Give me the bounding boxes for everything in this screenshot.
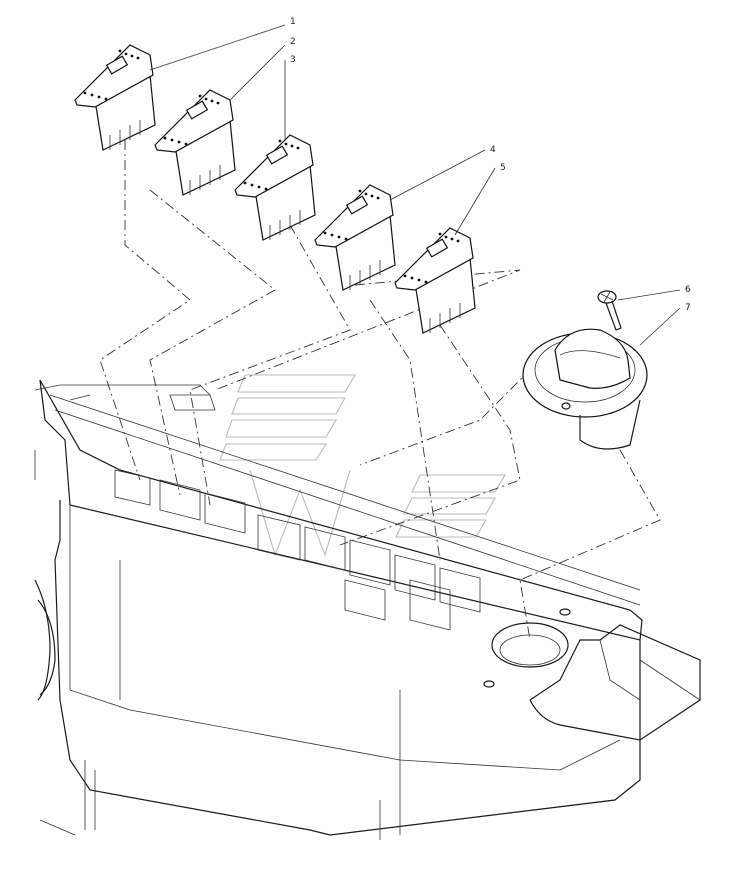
callout-3: 3 xyxy=(290,55,296,65)
dashboard-panel xyxy=(34,379,701,840)
ignition-switch-icon xyxy=(522,328,648,450)
watermark-logo xyxy=(219,374,506,557)
rocker-switch-2 xyxy=(154,89,236,196)
callout-6: 6 xyxy=(685,285,691,295)
rocker-switch-3 xyxy=(234,134,316,241)
switch-cutouts xyxy=(114,469,481,631)
ignition-hole xyxy=(491,622,569,668)
callout-1: 1 xyxy=(290,17,296,27)
rocker-switch-1 xyxy=(74,44,156,151)
screw-icon xyxy=(597,290,622,331)
callout-2: 2 xyxy=(290,37,296,47)
mount-hole-icon xyxy=(559,608,571,616)
mount-hole-icon xyxy=(483,680,495,688)
rocker-switch-5 xyxy=(394,227,476,334)
callouts: 1 2 3 4 5 6 7 xyxy=(149,17,691,346)
callout-7: 7 xyxy=(685,303,691,313)
callout-4: 4 xyxy=(490,145,496,155)
rocker-switch-4 xyxy=(314,184,396,291)
callout-5: 5 xyxy=(500,163,506,173)
